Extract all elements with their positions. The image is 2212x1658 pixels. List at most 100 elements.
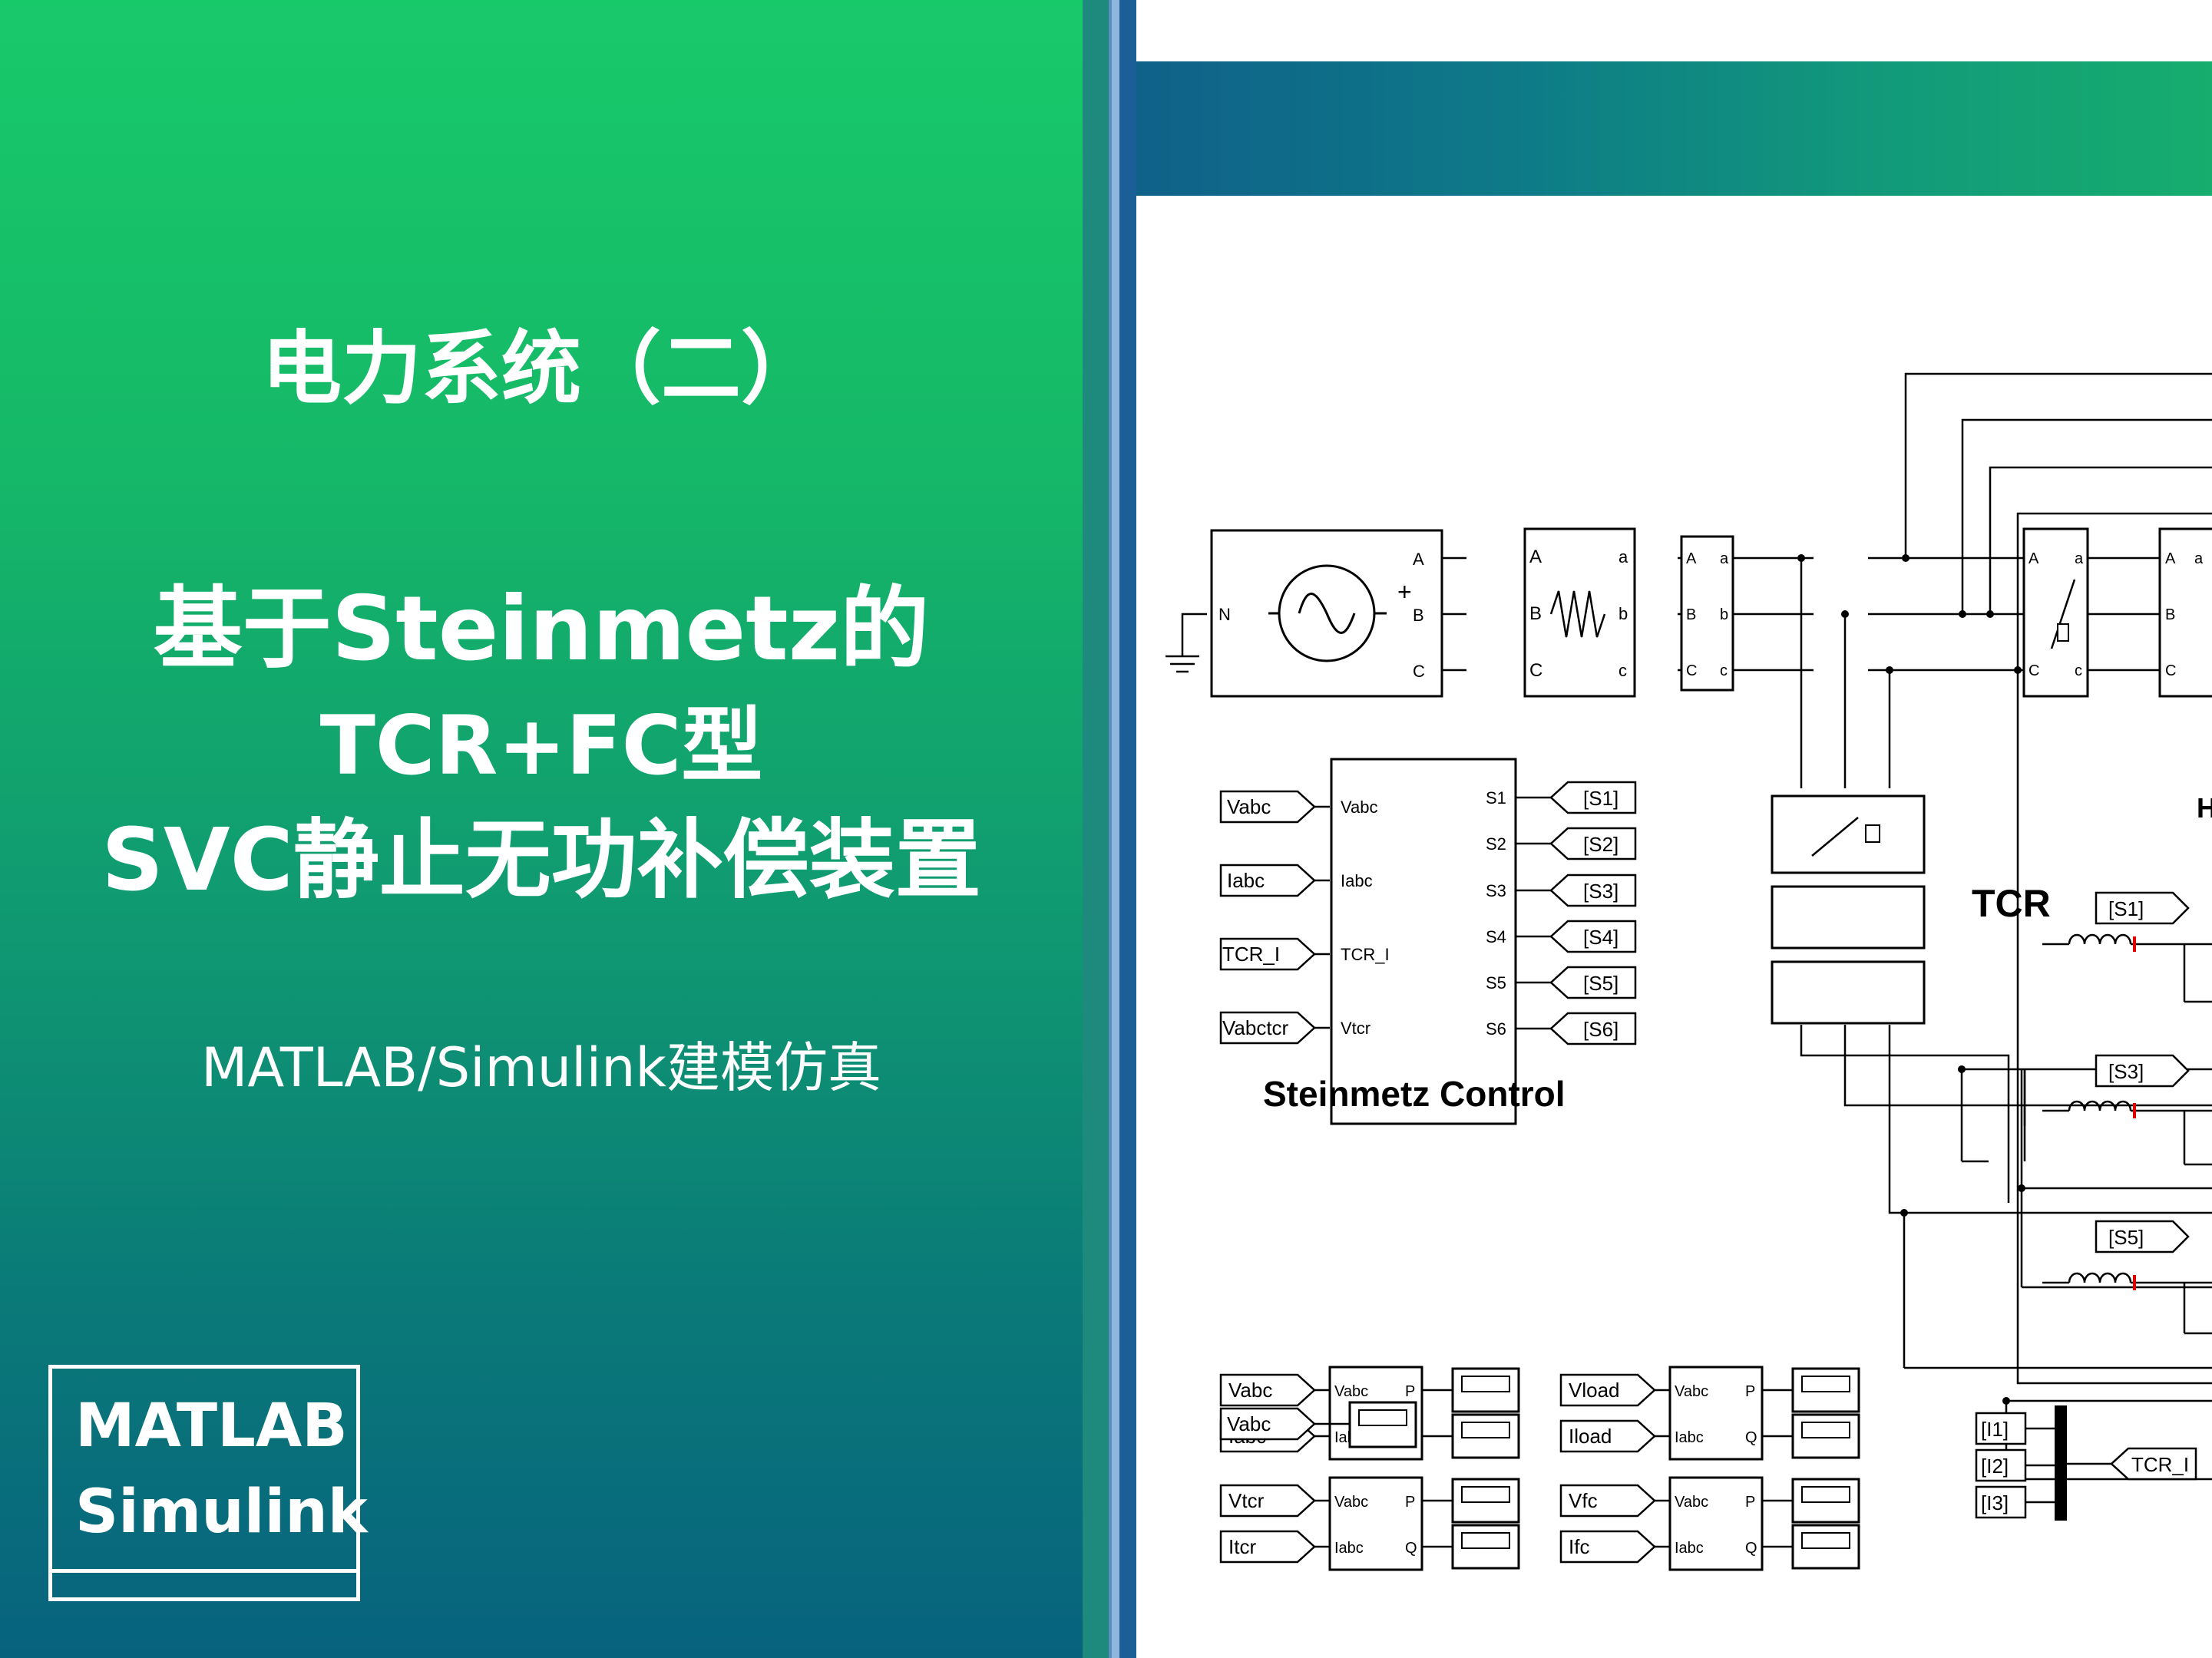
logo-underline (48, 1569, 360, 1573)
ctrl-out-s4: S4 (1486, 927, 1506, 946)
vi-measurement-block-1[interactable]: A B C a b c (1680, 535, 1734, 692)
ctrl-in-tcr-i: TCR_I (1341, 945, 1390, 964)
left-title-panel: 电力系统（二） 基于Steinmetz的 TCR+FC型 SVC静止无功补偿装置… (0, 0, 1083, 1658)
matlab-simulink-logo: MATLAB Simulink (48, 1365, 368, 1601)
pq-in-label: Vabc (1228, 1379, 1272, 1402)
pq-port-q: Q (1745, 1429, 1757, 1446)
pq-port-p: P (1745, 1383, 1755, 1400)
pq-port-vabc: Vabc (1334, 1383, 1368, 1400)
scope-icon (1461, 1486, 1510, 1503)
pq-port-iabc: Iabc (1334, 1540, 1364, 1557)
simulink-diagram-canvas: N A B C + A B C a b c A B C a b c A C a … (1136, 196, 2212, 1658)
lower-meas-block-1[interactable] (1771, 885, 1926, 950)
pq-in-tag[interactable] (1219, 1373, 1316, 1407)
vabc-scope-group[interactable]: Vabc (1219, 1401, 1417, 1448)
rlc-A: A (1529, 547, 1542, 567)
pq-port-p: P (1745, 1494, 1755, 1511)
tcr-gate-tag-s5[interactable]: [S5] (2095, 1220, 2190, 1253)
ctrl-in-iabc: Iabc (1341, 871, 1373, 890)
pq-in-tag[interactable] (1219, 1484, 1316, 1518)
pq-in-tag[interactable] (1559, 1530, 1656, 1564)
breaker-block[interactable]: A C a c (2022, 527, 2089, 698)
from-i1: [I1] (1981, 1418, 2009, 1441)
pq-port-vabc: Vabc (1675, 1383, 1708, 1400)
lower-breaker-block[interactable] (1771, 794, 1926, 874)
pq-in-label: Ifc (1569, 1535, 1589, 1558)
title-line-1: 电力系统（二） (261, 322, 821, 415)
tcr-inductors (2042, 933, 2212, 1335)
m1-C: C (1686, 662, 1697, 679)
rlc-branch-block[interactable]: A B C a b c (1523, 527, 1636, 698)
power-meas-block[interactable] (1668, 1476, 1764, 1571)
tag-tcr-i[interactable]: TCR_I (1222, 943, 1280, 966)
pq-in-label: Vload (1569, 1379, 1620, 1402)
scope-icon (1461, 1422, 1510, 1438)
pq-port-iabc: Iabc (1675, 1429, 1704, 1446)
m1-B: B (1686, 606, 1696, 623)
src-plus: + (1397, 578, 1412, 606)
header-band (1136, 61, 2212, 196)
simulink-diagram: N A B C + A B C a b c A B C a b c A C a … (1166, 372, 2212, 1571)
goto-s3[interactable]: [S3] (1583, 880, 1618, 903)
brk-A: A (2028, 550, 2039, 567)
m2-A: A (2165, 550, 2176, 567)
scope-icon (1801, 1532, 1850, 1549)
goto-s4[interactable]: [S4] (1583, 926, 1618, 949)
ctrl-out-s1: S1 (1486, 788, 1506, 808)
tcr-gate-tag-s1[interactable]: [S1] (2095, 891, 2190, 925)
pq-port-vabc: Vabc (1334, 1494, 1368, 1511)
goto-s6[interactable]: [S6] (1583, 1018, 1618, 1041)
tag-vabc[interactable]: Vabc (1227, 795, 1271, 818)
steinmetz-control-block[interactable]: Vabc Iabc TCR_I Vtcr S1 S2 S3 S4 S5 S6 (1330, 758, 1517, 1125)
power-meas-block[interactable] (1328, 1476, 1423, 1571)
pq-in-tag[interactable] (1559, 1419, 1656, 1453)
vi-measurement-block-2[interactable]: A B C a (2158, 527, 2212, 698)
m1-A: A (1686, 550, 1697, 567)
svg-text:[S1]: [S1] (2108, 897, 2144, 920)
current-mux-group[interactable]: [I1] [I2] [I3] TCR_I (1975, 1405, 2197, 1521)
goto-s5[interactable]: [S5] (1583, 972, 1618, 995)
m2-a: a (2194, 550, 2204, 567)
three-phase-source-block[interactable]: N A B C + (1210, 529, 1443, 698)
pq-in-tag[interactable] (1219, 1530, 1316, 1564)
pq-port-iabc: Iabc (1675, 1540, 1704, 1557)
logo-text-matlab: MATLAB (75, 1392, 348, 1461)
pq-port-q: Q (1405, 1540, 1417, 1557)
rlc-a: a (1618, 547, 1628, 566)
panel-divider (1083, 0, 1136, 1658)
tag-vabctcr[interactable]: Vabctcr (1222, 1016, 1289, 1039)
tag-iabc[interactable]: Iabc (1227, 869, 1265, 892)
pq-in-tag[interactable] (1559, 1373, 1656, 1407)
ground-icon (1166, 613, 1207, 673)
ctrl-out-s2: S2 (1486, 834, 1506, 854)
src-port-A: A (1413, 550, 1424, 569)
m2-B: B (2165, 606, 2175, 623)
m1-a: a (1720, 550, 1729, 567)
goto-s2[interactable]: [S2] (1583, 833, 1618, 856)
m1-b: b (1720, 606, 1728, 623)
svg-text:[S3]: [S3] (2108, 1060, 2144, 1083)
brk-C: C (2028, 662, 2039, 679)
rlc-c: c (1618, 661, 1627, 680)
src-port-C: C (1413, 662, 1425, 681)
title-line-4: SVC静止无功补偿装置 (101, 811, 981, 910)
pq-port-p: P (1405, 1383, 1415, 1400)
tcr-gate-tag-s3[interactable]: [S3] (2095, 1054, 2190, 1088)
ctrl-in-vabc: Vabc (1341, 798, 1378, 817)
logo-text-simulink: Simulink (75, 1478, 368, 1547)
title-line-3: TCR+FC型 (319, 699, 763, 793)
lower-meas-block-2[interactable] (1771, 960, 1926, 1025)
goto-s1[interactable]: [S1] (1583, 787, 1618, 810)
pq-in-label: Vtcr (1228, 1489, 1265, 1512)
svg-text:[S5]: [S5] (2108, 1226, 2144, 1249)
power-meas-block[interactable] (1668, 1366, 1764, 1461)
ctrl-input-tags: Vabc Iabc TCR_I Vabctcr (1219, 790, 1330, 1045)
scope-vabc-tag: Vabc (1227, 1412, 1271, 1435)
pq-in-tag[interactable] (1559, 1484, 1656, 1518)
scope-icon (1801, 1376, 1850, 1392)
scope-icon (1461, 1376, 1510, 1392)
src-port-B: B (1413, 606, 1424, 625)
